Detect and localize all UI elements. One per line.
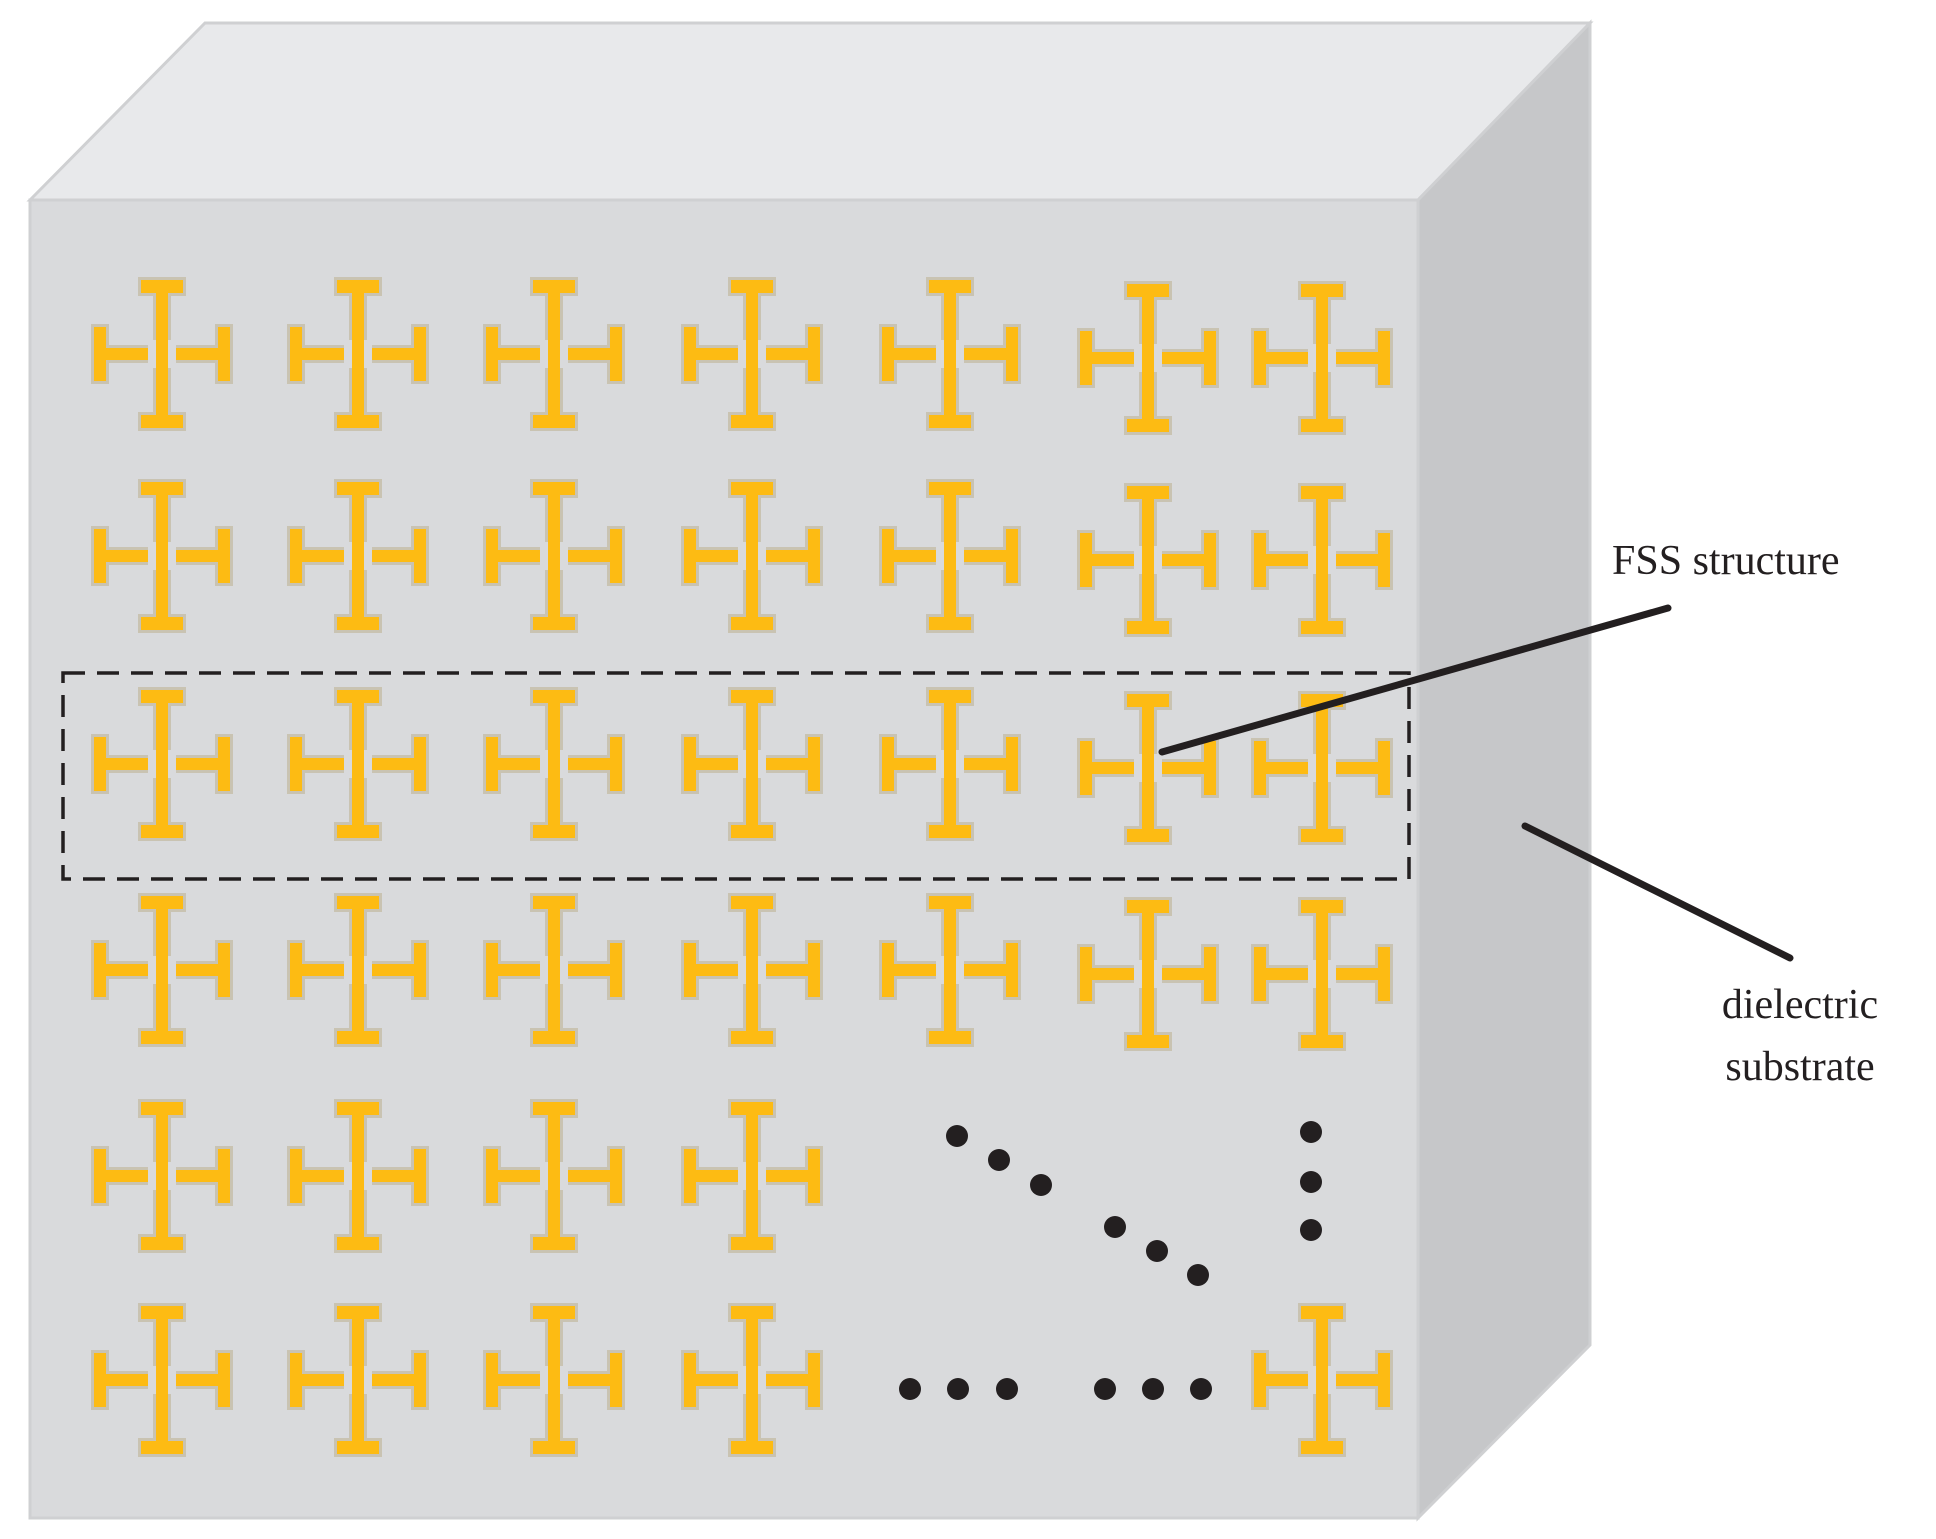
cross-dipole-unit-cell-icon (483, 479, 625, 633)
ellipsis-dot (1142, 1378, 1164, 1400)
ellipsis-dot (1104, 1216, 1126, 1238)
cross-dipole-unit-cell-icon (91, 479, 233, 633)
ellipsis-dot (1300, 1171, 1322, 1193)
cross-dipole-unit-cell-icon (681, 893, 823, 1047)
cross-dipole-unit-cell-icon (483, 1303, 625, 1457)
cross-dipole-unit-cell-icon (1251, 483, 1393, 637)
cross-dipole-unit-cell-icon (483, 1099, 625, 1253)
cross-dipole-unit-cell-icon (1077, 483, 1219, 637)
ellipsis-dot (1187, 1264, 1209, 1286)
cross-dipole-unit-cell-icon (287, 1303, 429, 1457)
ellipsis-dot (1300, 1219, 1322, 1241)
cross-dipole-unit-cell-icon (287, 277, 429, 431)
cross-dipole-unit-cell-icon (483, 277, 625, 431)
cross-dipole-unit-cell-icon (681, 1099, 823, 1253)
dielectric-label-line2: substrate (1725, 1044, 1874, 1090)
ellipsis-dots-icon (899, 1121, 1322, 1400)
cross-dipole-unit-cell-icon (287, 1099, 429, 1253)
block-side-face (1416, 19, 1592, 1522)
cross-dipole-unit-cell-icon (879, 893, 1021, 1047)
highlighted-row-box (61, 671, 1411, 881)
cross-dipole-unit-cell-icon (1077, 897, 1219, 1051)
cross-dipole-unit-cell-icon (287, 893, 429, 1047)
cross-dipole-unit-cell-icon (483, 687, 625, 841)
dielectric-substrate-leader-line (1521, 822, 1794, 962)
ellipsis-dot (1094, 1378, 1116, 1400)
cross-dipole-unit-cell-icon (91, 277, 233, 431)
cross-dipole-unit-cell-icon (681, 479, 823, 633)
cross-dipole-unit-cell-icon (1251, 691, 1393, 845)
cross-dipole-unit-cell-icon (879, 479, 1021, 633)
block-front-face (28, 198, 1420, 1520)
ellipsis-dot (1030, 1174, 1052, 1196)
cross-dipole-unit-cell-icon (287, 479, 429, 633)
dielectric-label-line1: dielectric (1722, 982, 1878, 1028)
ellipsis-dot (1300, 1121, 1322, 1143)
cross-dipole-unit-cell-icon (1077, 281, 1219, 435)
cross-dipole-unit-cell-icon (91, 1303, 233, 1457)
cross-dipole-unit-cell-icon (681, 277, 823, 431)
cross-dipole-unit-cell-icon (91, 687, 233, 841)
cross-dipole-unit-cell-icon (681, 687, 823, 841)
block-top-face (26, 21, 1594, 202)
cross-dipole-unit-cell-icon (91, 1099, 233, 1253)
ellipsis-dot (1190, 1378, 1212, 1400)
ellipsis-dot (1146, 1240, 1168, 1262)
cross-dipole-unit-cell-icon (287, 687, 429, 841)
dielectric-block (26, 19, 1594, 1522)
ellipsis-dot (946, 1125, 968, 1147)
cross-dipole-unit-cell-icon (1077, 691, 1219, 845)
fss-structure-leader-line (1158, 604, 1672, 756)
fss-unit-cell-array (91, 277, 1393, 1457)
fss-structure-label: FSS structure (1612, 538, 1840, 584)
cross-dipole-unit-cell-icon (879, 687, 1021, 841)
cross-dipole-unit-cell-icon (91, 893, 233, 1047)
ellipsis-dot (899, 1378, 921, 1400)
cross-dipole-unit-cell-icon (483, 893, 625, 1047)
ellipsis-dot (988, 1149, 1010, 1171)
cross-dipole-unit-cell-icon (1251, 281, 1393, 435)
cross-dipole-unit-cell-icon (1251, 897, 1393, 1051)
cross-dipole-unit-cell-icon (879, 277, 1021, 431)
cross-dipole-unit-cell-icon (681, 1303, 823, 1457)
ellipsis-dot (947, 1378, 969, 1400)
cross-dipole-unit-cell-icon (1251, 1303, 1393, 1457)
ellipsis-dot (996, 1378, 1018, 1400)
